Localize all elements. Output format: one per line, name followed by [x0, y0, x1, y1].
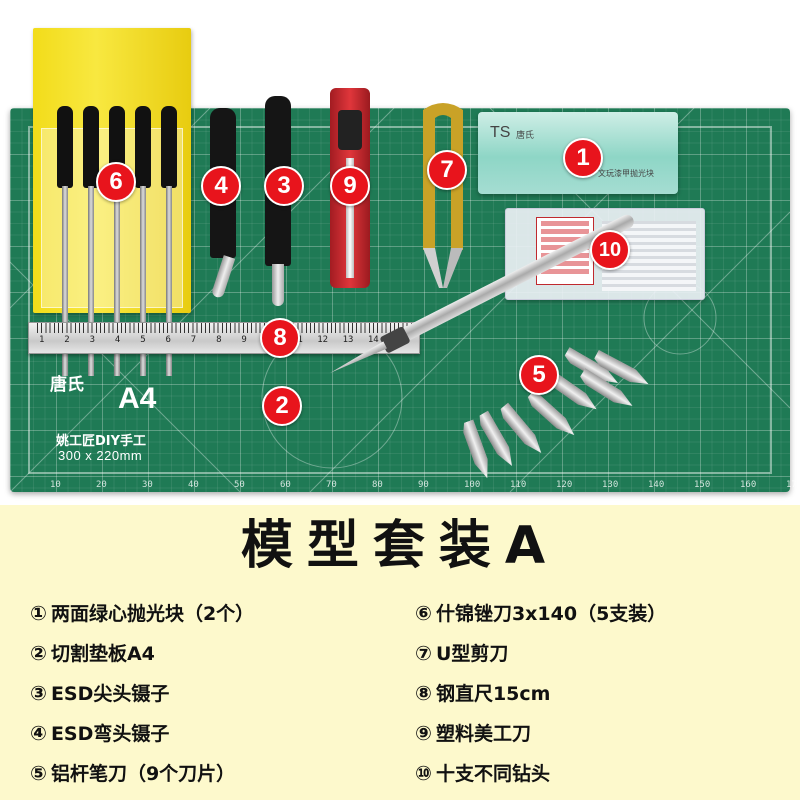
mat-border	[28, 126, 772, 474]
mat-tick-label: 120	[556, 480, 573, 490]
item-number: ⑤	[30, 761, 47, 785]
mat-tick-label: 20	[96, 480, 107, 490]
needle-file	[161, 76, 177, 376]
needle-file	[57, 76, 73, 376]
ruler-number: 3	[89, 335, 96, 345]
sanding-block-logo: TS	[490, 124, 511, 141]
item-number: ⑩	[415, 761, 432, 785]
badge-10: 10	[590, 230, 630, 270]
ruler-numbers: 123456789101112131415	[39, 335, 418, 345]
mat-tick-label: 150	[694, 480, 711, 490]
item-text: 塑料美工刀	[435, 723, 531, 745]
item-text: 什锦锉刀3x140（5支装）	[435, 603, 667, 625]
mat-tick-label: 170	[786, 480, 800, 490]
item-text: 两面绿心抛光块（2个）	[50, 603, 255, 625]
ruler-number: 4	[114, 335, 121, 345]
ruler-number: 1	[39, 335, 45, 345]
ruler-number: 6	[165, 335, 171, 345]
steel-ruler: 123456789101112131415	[28, 322, 420, 354]
mat-label: 唐氏 A4 姚工匠DIY手工 300 x 220mm	[46, 366, 196, 476]
badge-1: 1	[563, 138, 603, 178]
item-number: ①	[30, 601, 47, 625]
mat-dimensions: 300 x 220mm	[58, 448, 143, 463]
item-text: 钢直尺15cm	[435, 683, 551, 705]
ruler-number: 9	[241, 335, 247, 345]
ruler-number: 7	[190, 335, 197, 345]
badge-8: 8	[260, 318, 300, 358]
item-number: ③	[30, 681, 47, 705]
ruler-number: 12	[317, 335, 329, 345]
badge-7: 7	[427, 150, 467, 190]
mat-tick-label: 40	[188, 480, 199, 490]
mat-tick-label: 140	[648, 480, 665, 490]
ruler-number: 8	[216, 335, 222, 345]
ruler-number: 5	[140, 335, 146, 345]
badge-5: 5	[519, 355, 559, 395]
needle-file	[135, 76, 151, 376]
item-number: ⑨	[415, 721, 432, 745]
mat-bottom-scale: 10 20 30 40 50 60 70 80 90 100 110 120 130 140 150 160 1…	[50, 480, 800, 490]
mat-tick-label: 10	[50, 480, 61, 490]
knife-blade-track	[346, 158, 354, 278]
sanding-block-label: 文玩漆甲抛光块	[598, 169, 654, 178]
mat-tick-label: 50	[234, 480, 245, 490]
mat-size: A4	[118, 382, 157, 415]
mat-tick-label: 80	[372, 480, 383, 490]
mat-tick-label: 90	[418, 480, 429, 490]
mat-maker: 姚工匠DIY手工	[56, 434, 147, 449]
u-scissors	[423, 103, 463, 288]
mat-tick-label: 60	[280, 480, 291, 490]
badge-4: 4	[201, 166, 241, 206]
mat-tick-label: 70	[326, 480, 337, 490]
item-text: U型剪刀	[435, 643, 509, 665]
item-number: ⑧	[415, 681, 432, 705]
item-text: 十支不同钻头	[435, 763, 550, 785]
knife-slider	[338, 110, 362, 150]
badge-6: 6	[96, 162, 136, 202]
mat-tick-label: 110	[510, 480, 527, 490]
badge-3: 3	[264, 166, 304, 206]
item-number: ⑥	[415, 601, 432, 625]
mat-brand: 唐氏	[50, 375, 84, 395]
mat-tick-label: 100	[464, 480, 481, 490]
item-number: ⑦	[415, 641, 432, 665]
item-number: ②	[30, 641, 47, 665]
ruler-number: 13	[342, 335, 354, 345]
sanding-block-brand: 唐氏	[516, 131, 535, 141]
mat-tick-label: 130	[602, 480, 619, 490]
item-text: ESD弯头镊子	[50, 723, 170, 745]
item-text: 铝杆笔刀（9个刀片）	[50, 763, 236, 785]
mat-tick-label: 160	[740, 480, 757, 490]
item-number: ④	[30, 721, 47, 745]
ruler-number: 2	[64, 335, 70, 345]
badge-9: 9	[330, 166, 370, 206]
needle-file	[83, 76, 99, 376]
badge-2: 2	[262, 386, 302, 426]
item-text: ESD尖头镊子	[50, 683, 170, 705]
mat-tick-label: 30	[142, 480, 153, 490]
ruler-marks	[37, 323, 417, 333]
kit-title: 模型套装A	[240, 516, 560, 576]
ruler-number: 14	[367, 335, 379, 345]
item-text: 切割垫板A4	[50, 643, 155, 665]
